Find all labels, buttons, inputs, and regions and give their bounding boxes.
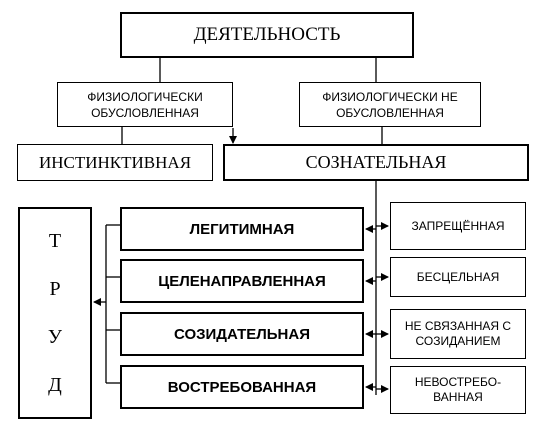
- instinctive-label: ИНСТИНКТИВНАЯ: [38, 152, 192, 172]
- aimless-box: БЕСЦЕЛЬНАЯ: [390, 257, 526, 297]
- legitimate-label: ЛЕГИТИМНАЯ: [189, 220, 295, 238]
- aimless-label: БЕСЦЕЛЬНАЯ: [416, 270, 500, 284]
- labor-letter: У: [47, 326, 63, 348]
- demanded-label: ВОСТРЕБОВАННАЯ: [167, 378, 317, 396]
- physiological-box: ФИЗИОЛОГИЧЕСКИ ОБУСЛОВЛЕННАЯ: [57, 82, 233, 127]
- demanded-box: ВОСТРЕБОВАННАЯ: [120, 365, 364, 409]
- purposeful-label: ЦЕЛЕНАПРАВЛЕННАЯ: [158, 272, 326, 290]
- creative-label: СОЗИДАТЕЛЬНАЯ: [174, 325, 310, 343]
- labor-letter: Т: [48, 230, 62, 252]
- activity-label: ДЕЯТЕЛЬНОСТЬ: [193, 24, 341, 45]
- labor-box: Т Р У Д: [18, 207, 92, 419]
- non-creative-label: НЕ СВЯЗАННАЯ С СОЗИДАНИЕМ: [404, 319, 512, 348]
- conscious-label: СОЗНАТЕЛЬНАЯ: [305, 152, 447, 172]
- undemanded-label: НЕВОСТРЕБО- ВАННАЯ: [414, 375, 502, 404]
- forbidden-box: ЗАПРЕЩЁННАЯ: [390, 202, 526, 250]
- activity-box: ДЕЯТЕЛЬНОСТЬ: [120, 12, 414, 58]
- purposeful-box: ЦЕЛЕНАПРАВЛЕННАЯ: [120, 259, 364, 303]
- undemanded-box: НЕВОСТРЕБО- ВАННАЯ: [390, 366, 526, 414]
- creative-box: СОЗИДАТЕЛЬНАЯ: [120, 312, 364, 356]
- non-physiological-label: ФИЗИОЛОГИЧЕСКИ НЕ ОБУСЛОВЛЕННАЯ: [322, 89, 458, 120]
- labor-letter: Р: [49, 278, 61, 300]
- non-creative-box: НЕ СВЯЗАННАЯ С СОЗИДАНИЕМ: [390, 309, 526, 359]
- labor-letter: Д: [48, 374, 62, 396]
- physiological-label: ФИЗИОЛОГИЧЕСКИ ОБУСЛОВЛЕННАЯ: [87, 89, 203, 120]
- conscious-box: СОЗНАТЕЛЬНАЯ: [223, 144, 529, 181]
- non-physiological-box: ФИЗИОЛОГИЧЕСКИ НЕ ОБУСЛОВЛЕННАЯ: [299, 82, 481, 127]
- instinctive-box: ИНСТИНКТИВНАЯ: [17, 144, 213, 181]
- legitimate-box: ЛЕГИТИМНАЯ: [120, 207, 364, 251]
- forbidden-label: ЗАПРЕЩЁННАЯ: [411, 219, 505, 233]
